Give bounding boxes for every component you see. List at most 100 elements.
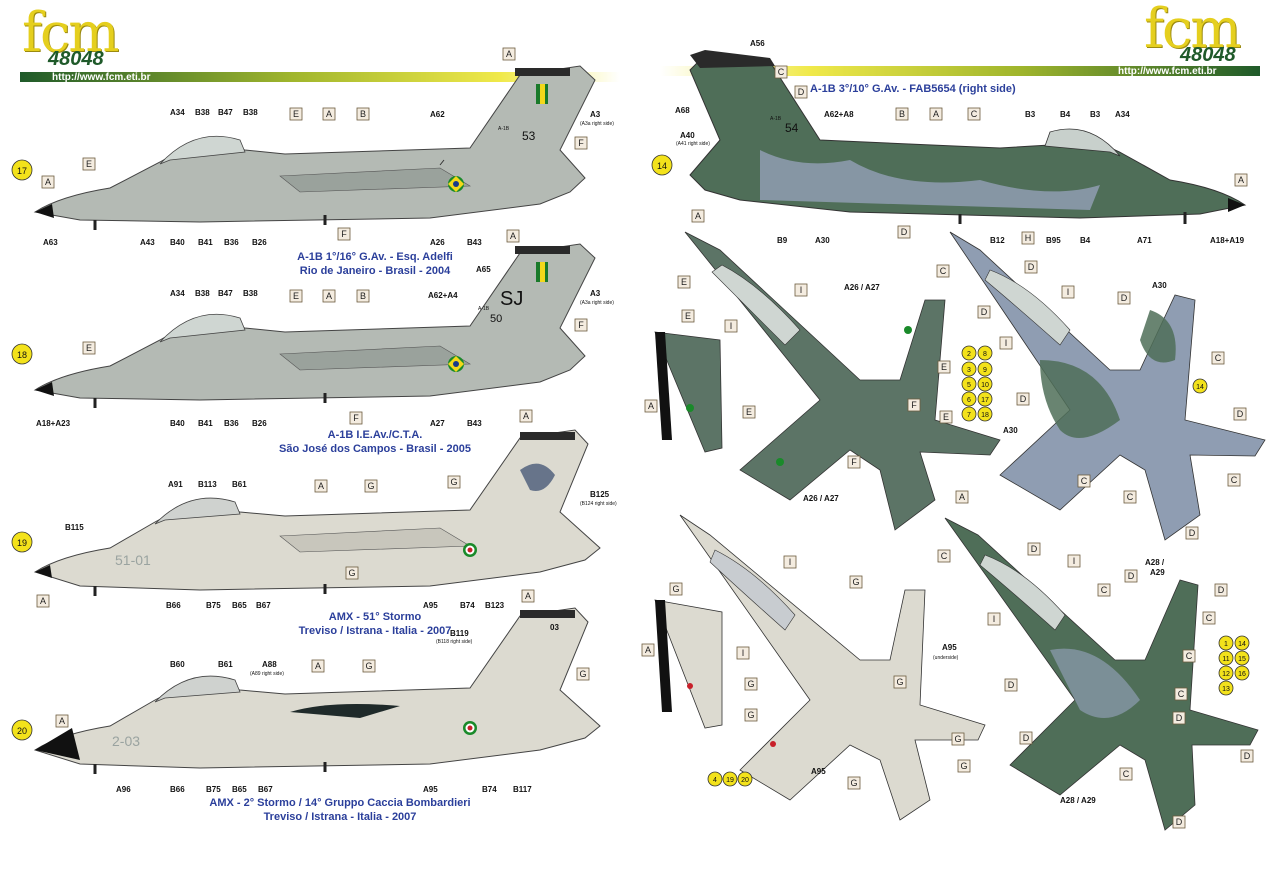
label: B60 <box>170 660 185 669</box>
label: B113 <box>198 480 217 489</box>
label: I <box>1005 338 1008 348</box>
callouts-planform-tr: A C D D I A30 D C I D A30 C C D D C D <box>936 260 1247 540</box>
profile-14-number: 14 <box>657 161 667 171</box>
badge-6: 6 <box>967 397 971 404</box>
label: (B124 right side) <box>580 501 617 507</box>
label: E <box>685 311 691 321</box>
label: A <box>326 291 332 301</box>
label: C <box>1101 585 1108 595</box>
badge-14b: 14 <box>1238 641 1246 648</box>
label: A43 <box>140 238 155 247</box>
label: (A3a right side) <box>580 300 614 306</box>
label: D <box>1128 571 1135 581</box>
label: F <box>578 320 584 330</box>
badge-1: 1 <box>1224 641 1228 648</box>
badge-13: 13 <box>1222 686 1230 693</box>
profile-17: 17 <box>11 65 596 230</box>
badge-4: 4 <box>713 777 717 784</box>
label: B <box>899 109 905 119</box>
caption-20-line1: AMX - 2° Stormo / 14° Gruppo Caccia Bomb… <box>209 797 471 809</box>
label: E <box>86 343 92 353</box>
label: D <box>1008 680 1015 690</box>
label: D <box>1023 733 1030 743</box>
label: (A41 right side) <box>676 141 710 147</box>
label: E <box>943 412 949 422</box>
label: D <box>798 87 805 97</box>
label: G <box>850 778 857 788</box>
label: B4 <box>1060 110 1071 119</box>
label: C <box>941 551 948 561</box>
profile-20: 20 <box>11 607 601 774</box>
label: B47 <box>218 289 233 298</box>
label: A27 <box>430 419 445 428</box>
kit-number-right: 48048 <box>1180 44 1236 66</box>
callouts-20: B119 (B118 right side) B60 B61 A88 (A89 … <box>55 589 590 794</box>
badge-19: 19 <box>726 777 734 784</box>
label: G <box>747 710 754 720</box>
label: B38 <box>195 289 210 298</box>
label: A <box>695 211 701 221</box>
tail-number-18: 50 <box>490 313 502 325</box>
label: F <box>578 138 584 148</box>
caption-19-line2: Treviso / Istrana - Italia - 2007 <box>298 625 452 637</box>
label: A29 <box>1150 568 1165 577</box>
label: E <box>941 362 947 372</box>
label: B67 <box>256 601 271 610</box>
badge-16: 16 <box>1238 671 1246 678</box>
label: B26 <box>252 419 267 428</box>
tail-code-sj: SJ <box>500 288 523 310</box>
caption-17: A-1B 1°/16° G.Av. - Esq. Adelfi Rio de J… <box>255 250 495 278</box>
label: C <box>1231 475 1238 485</box>
caption-18-line2: São José dos Campos - Brasil - 2005 <box>279 443 471 455</box>
label: B38 <box>195 108 210 117</box>
url-left[interactable]: http://www.fcm.eti.br <box>52 72 151 83</box>
label: D <box>1237 409 1244 419</box>
caption-14: A-1B 3°/10° G.Av. - FAB5654 (right side) <box>810 82 1050 96</box>
label: A63 <box>43 238 58 247</box>
label: A62 <box>430 110 445 119</box>
callouts-18: A34 B38 B47 B38 E A B A62+A4 A65 A3 (A3a… <box>36 229 614 428</box>
url-right[interactable]: http://www.fcm.eti.br <box>1118 66 1217 77</box>
label: B123 <box>485 601 505 610</box>
label: G <box>960 761 967 771</box>
label: A3 <box>590 289 601 298</box>
label: A <box>959 492 965 502</box>
badge-18: 18 <box>981 412 989 419</box>
profile-20-number: 20 <box>17 726 27 736</box>
label: B75 <box>206 785 221 794</box>
label: A95 <box>942 643 957 652</box>
label: D <box>1189 528 1196 538</box>
label: I <box>1067 287 1070 297</box>
label: G <box>747 679 754 689</box>
label: B74 <box>482 785 497 794</box>
label: A26 <box>430 238 445 247</box>
label: D <box>1176 713 1183 723</box>
label: C <box>1127 492 1134 502</box>
label: B <box>360 291 366 301</box>
label: A <box>648 401 654 411</box>
label: A <box>525 591 531 601</box>
label: C <box>778 67 785 77</box>
label: D <box>1244 751 1251 761</box>
label: A30 <box>815 236 830 245</box>
label: A28 / A29 <box>1060 796 1096 805</box>
profile-18-number: 18 <box>17 350 27 360</box>
planform-bottom-right <box>944 517 1259 831</box>
label: B43 <box>467 238 482 247</box>
label: (underside) <box>933 655 959 661</box>
label: A26 / A27 <box>803 494 839 503</box>
badge-10: 10 <box>981 382 989 389</box>
label: B4 <box>1080 236 1091 245</box>
label: A <box>315 661 321 671</box>
fcm-logo-right: fcm <box>1144 0 1241 60</box>
badge-20: 20 <box>741 777 749 784</box>
label: A-1B <box>770 116 782 122</box>
caption-18: A-1B I.E.Av./C.T.A. São José dos Campos … <box>255 428 495 456</box>
label: A62+A8 <box>824 110 854 119</box>
label: A <box>506 49 512 59</box>
label: B61 <box>218 660 233 669</box>
label: B67 <box>258 785 273 794</box>
label: A-1B <box>478 306 490 312</box>
